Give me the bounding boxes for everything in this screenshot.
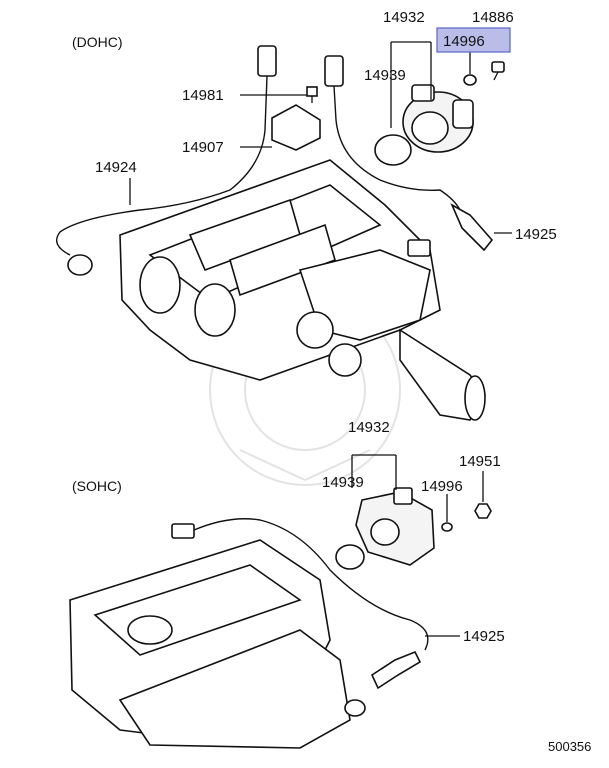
highlight-box-14996 xyxy=(436,27,511,53)
dohc-screw xyxy=(491,61,505,81)
dohc-o-ring xyxy=(374,134,412,166)
dohc-engine-illustration xyxy=(119,159,486,421)
sohc-nut xyxy=(474,503,492,519)
sohc-o-ring xyxy=(335,544,365,570)
label-14886: 14886 xyxy=(472,9,514,26)
label-14996-sohc: 14996 xyxy=(421,478,463,495)
dohc-washer xyxy=(463,74,477,86)
label-14932-dohc: 14932 xyxy=(383,9,425,26)
dohc-knock-sensor-harness xyxy=(56,45,277,276)
section-label-sohc: (SOHC) xyxy=(72,478,122,494)
label-14939-dohc: 14939 xyxy=(364,67,406,84)
label-14981: 14981 xyxy=(182,87,224,104)
label-14932-sohc: 14932 xyxy=(348,419,390,436)
label-14925-sohc: 14925 xyxy=(463,628,505,645)
dohc-oxygen-sensor-harness xyxy=(324,55,494,252)
dohc-bolt xyxy=(306,86,318,103)
dohc-leader-lines xyxy=(129,27,512,234)
sohc-leader-lines xyxy=(351,454,484,637)
label-14907: 14907 xyxy=(182,139,224,156)
sohc-engine-illustration xyxy=(69,539,366,749)
label-14924: 14924 xyxy=(95,159,137,176)
label-14939-sohc: 14939 xyxy=(322,474,364,491)
label-14951: 14951 xyxy=(459,453,501,470)
sohc-washer xyxy=(441,522,453,532)
dohc-throttle-position-sensor xyxy=(402,84,474,153)
label-14925-dohc: 14925 xyxy=(515,226,557,243)
label-14996-highlighted[interactable]: 14996 xyxy=(443,33,485,50)
sohc-throttle-position-sensor xyxy=(355,487,435,566)
diagram-code: 500356 xyxy=(548,739,591,754)
section-label-dohc: (DOHC) xyxy=(72,34,123,50)
sohc-oxygen-sensor-harness xyxy=(171,518,429,690)
dohc-bracket xyxy=(271,104,321,151)
